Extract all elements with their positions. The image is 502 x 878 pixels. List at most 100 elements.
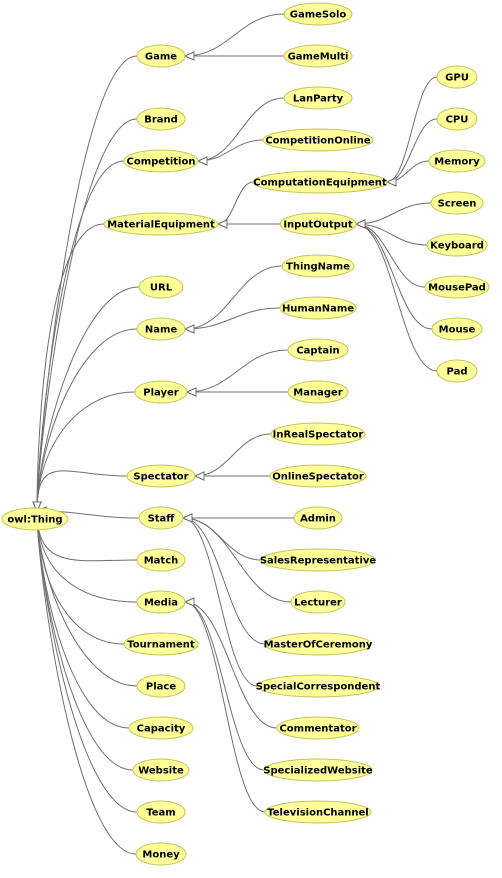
class-node-lanparty[interactable]: LanParty	[283, 86, 353, 110]
node-ellipse	[283, 2, 353, 26]
node-ellipse	[428, 149, 486, 173]
node-ellipse	[287, 338, 349, 362]
class-node-team[interactable]: Team	[136, 800, 186, 824]
class-node-manager[interactable]: Manager	[287, 380, 349, 404]
class-node-cpu[interactable]: CPU	[436, 107, 478, 131]
node-ellipse	[136, 590, 186, 614]
class-node-website[interactable]: Website	[132, 758, 190, 782]
node-ellipse	[436, 65, 478, 89]
node-label: TelevisionChannel	[267, 808, 368, 819]
node-ellipse	[436, 359, 478, 383]
node-label: URL	[150, 283, 173, 294]
class-node-captain[interactable]: Captain	[287, 338, 349, 362]
edge-spectator-to-owl_thing	[36, 470, 128, 512]
node-label: Lecturer	[294, 598, 342, 609]
node-label: InRealSpectator	[273, 430, 364, 441]
node-ellipse	[136, 548, 186, 572]
class-node-pad[interactable]: Pad	[436, 359, 478, 383]
class-node-capacity[interactable]: Capacity	[128, 716, 194, 740]
class-node-competitiononline[interactable]: CompetitionOnline	[262, 128, 374, 152]
class-node-thingname[interactable]: ThingName	[281, 254, 355, 278]
class-node-mousepad[interactable]: MousePad	[424, 275, 490, 299]
node-label: Team	[146, 808, 175, 819]
class-node-money[interactable]: Money	[135, 842, 187, 866]
class-node-brand[interactable]: Brand	[136, 107, 186, 131]
node-label: HumanName	[282, 304, 354, 315]
arrowhead-televisionchannel	[183, 597, 195, 607]
edge-brand-to-owl_thing	[36, 118, 138, 512]
class-node-owl_thing[interactable]: owl:Thing	[1, 507, 69, 531]
class-node-salesrepresentative[interactable]: SalesRepresentative	[260, 548, 377, 572]
node-label: Manager	[293, 388, 343, 399]
node-label: Memory	[434, 157, 480, 168]
node-label: ThingName	[286, 262, 350, 273]
class-node-keyboard[interactable]: Keyboard	[426, 233, 488, 257]
class-node-competition[interactable]: Competition	[123, 149, 199, 173]
class-node-url[interactable]: URL	[138, 275, 184, 299]
node-ellipse	[276, 716, 360, 740]
class-node-inputoutput[interactable]: InputOutput	[279, 212, 357, 236]
class-node-inrealspectator[interactable]: InRealSpectator	[270, 422, 366, 446]
class-node-spectator[interactable]: Spectator	[126, 464, 196, 488]
node-label: Name	[145, 325, 178, 336]
class-node-mouse[interactable]: Mouse	[431, 317, 483, 341]
class-node-staff[interactable]: Staff	[138, 506, 184, 530]
node-label: GPU	[445, 73, 469, 84]
class-node-game[interactable]: Game	[136, 44, 186, 68]
class-node-materialequipment[interactable]: MaterialEquipment	[103, 212, 219, 236]
node-ellipse	[436, 107, 478, 131]
class-node-specializedwebsite[interactable]: SpecializedWebsite	[263, 758, 373, 782]
edge-computationequipment-to-materialequipment	[217, 181, 254, 225]
class-node-media[interactable]: Media	[136, 590, 186, 614]
class-node-screen[interactable]: Screen	[430, 191, 484, 215]
node-ellipse	[290, 590, 346, 614]
node-ellipse	[431, 317, 483, 341]
node-label: Tournament	[127, 640, 195, 651]
node-label: SalesRepresentative	[260, 556, 377, 567]
edge-tournament-to-owl_thing	[36, 510, 125, 645]
node-label: SpecializedWebsite	[263, 766, 373, 777]
class-node-player[interactable]: Player	[134, 380, 188, 404]
node-label: Spectator	[133, 472, 188, 483]
node-label: CPU	[446, 115, 469, 126]
node-label: Keyboard	[430, 241, 484, 252]
edge-specialcorrespondent-to-staff	[182, 517, 258, 687]
class-node-gpu[interactable]: GPU	[436, 65, 478, 89]
class-node-gamemulti[interactable]: GameMulti	[283, 44, 353, 68]
class-node-name[interactable]: Name	[136, 317, 186, 341]
edge-captain-to-player	[186, 349, 289, 393]
class-node-onlinespectator[interactable]: OnlineSpectator	[269, 464, 367, 488]
edge-televisionchannel-to-media	[184, 601, 266, 813]
class-node-tournament[interactable]: Tournament	[123, 632, 199, 656]
edge-humanname-to-name	[184, 307, 281, 330]
class-node-memory[interactable]: Memory	[428, 149, 486, 173]
node-label: CompetitionOnline	[265, 136, 371, 147]
edge-gamesolo-to-game	[184, 13, 285, 57]
arrowhead-onlinespectator	[193, 471, 205, 481]
class-node-televisionchannel[interactable]: TelevisionChannel	[264, 800, 372, 824]
arrowhead-pad	[354, 219, 366, 229]
class-node-computationequipment[interactable]: ComputationEquipment	[252, 170, 388, 194]
edge-screen-to-inputoutput	[355, 202, 432, 225]
class-node-specialcorrespondent[interactable]: SpecialCorrespondent	[256, 674, 381, 698]
class-node-match[interactable]: Match	[136, 548, 186, 572]
edge-commentator-to-media	[184, 601, 278, 729]
node-label: Player	[143, 388, 178, 399]
node-label: MasterOfCeremony	[264, 640, 373, 651]
class-node-admin[interactable]: Admin	[293, 506, 343, 530]
node-ellipse	[134, 380, 188, 404]
node-label: Website	[138, 766, 184, 777]
class-node-lecturer[interactable]: Lecturer	[290, 590, 346, 614]
edge-inrealspectator-to-spectator	[194, 433, 272, 477]
node-label: Media	[144, 598, 178, 609]
class-node-masterofceremony[interactable]: MasterOfCeremony	[264, 632, 373, 656]
edge-mouse-to-inputoutput	[355, 223, 433, 330]
class-node-gamesolo[interactable]: GameSolo	[283, 2, 353, 26]
node-ellipse	[283, 86, 353, 110]
class-node-place[interactable]: Place	[136, 674, 186, 698]
node-label: Capacity	[137, 724, 186, 735]
node-ellipse	[136, 317, 186, 341]
node-ellipse	[287, 380, 349, 404]
class-node-humanname[interactable]: HumanName	[279, 296, 357, 320]
class-node-commentator[interactable]: Commentator	[276, 716, 360, 740]
